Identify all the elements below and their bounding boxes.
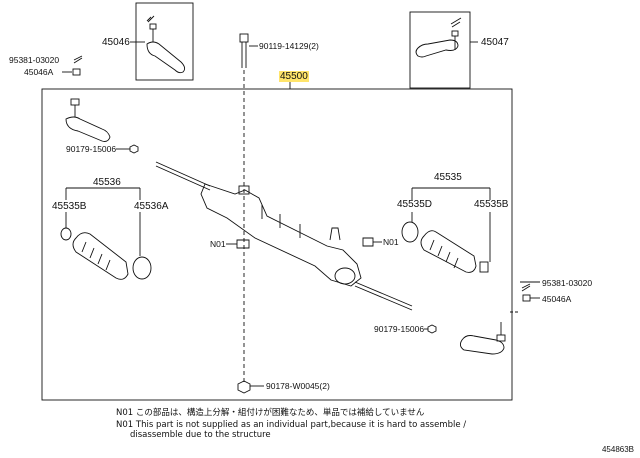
label-95381-right: 95381-03020 — [542, 278, 593, 288]
tie-rod-end-45047-icon[interactable] — [415, 17, 462, 58]
clamp-45535D-icon[interactable] — [401, 221, 419, 243]
inset-box-45047 — [409, 11, 471, 89]
clamp-45535B-left-icon[interactable] — [60, 227, 72, 241]
clamp-45535B-right-icon[interactable] — [479, 261, 489, 273]
label-90179-left: 90179-15006 — [66, 144, 117, 154]
assembly-frame — [41, 88, 513, 401]
tie-rod-end-45046-icon[interactable] — [146, 15, 186, 74]
bolt-90119-icon[interactable] — [239, 33, 249, 68]
label-45535B-left: 45535B — [52, 201, 87, 212]
clamp-45536A-icon[interactable] — [132, 256, 152, 280]
label-90178: 90178-W0045(2) — [266, 381, 330, 391]
note-block: N01 この部品は、構造上分解・組付けが困難なため、単品では補給していません N… — [116, 408, 466, 440]
label-90179-right: 90179-15006 — [374, 324, 425, 334]
nut-90178-icon[interactable] — [237, 380, 251, 394]
washer-n01-right-icon[interactable] — [362, 237, 374, 247]
label-45047: 45047 — [481, 37, 509, 48]
label-n01-left: N01 — [210, 239, 226, 249]
note-line-en: N01 This part is not supplied as an indi… — [116, 420, 467, 430]
label-45535B-right: 45535B — [474, 199, 509, 210]
boot-45535-icon[interactable] — [420, 230, 477, 273]
label-45046A-top: 45046A — [24, 67, 54, 77]
label-90119: 90119-14129(2) — [259, 41, 319, 51]
boot-45536-icon[interactable] — [72, 232, 129, 280]
inset-box-45046 — [135, 2, 194, 81]
note-line-en-cont: disassemble due to the structure — [130, 430, 271, 440]
label-45500-highlight[interactable]: 45500 — [279, 71, 309, 82]
diagram-id: 454863B — [601, 445, 634, 454]
clip-95381-right-icon[interactable] — [521, 283, 531, 292]
tie-rod-end-left-icon[interactable] — [65, 98, 111, 142]
washer-n01-left-icon[interactable] — [236, 239, 250, 249]
label-45500: 45500 — [279, 71, 309, 83]
nut-90179-right-icon[interactable] — [427, 324, 437, 334]
label-45536A: 45536A — [134, 201, 169, 212]
label-45046A-right: 45046A — [542, 294, 572, 304]
label-45535: 45535 — [434, 172, 462, 183]
nut-45046A-icon[interactable] — [72, 68, 81, 76]
label-n01-right: N01 — [383, 237, 399, 247]
nut-90179-left-icon[interactable] — [129, 144, 139, 154]
note-line-jp: N01 この部品は、構造上分解・組付けが困難なため、単品では補給していません — [116, 408, 425, 418]
clip-95381-icon[interactable] — [73, 55, 83, 64]
tie-rod-end-right-icon[interactable] — [459, 322, 506, 355]
label-45046: 45046 — [102, 37, 130, 48]
label-45536: 45536 — [93, 177, 121, 188]
label-45535D: 45535D — [397, 199, 433, 210]
steering-rack-icon[interactable] — [155, 161, 413, 311]
label-95381-top: 95381-03020 — [9, 55, 60, 65]
nut-45046A-right-icon[interactable] — [522, 294, 531, 302]
